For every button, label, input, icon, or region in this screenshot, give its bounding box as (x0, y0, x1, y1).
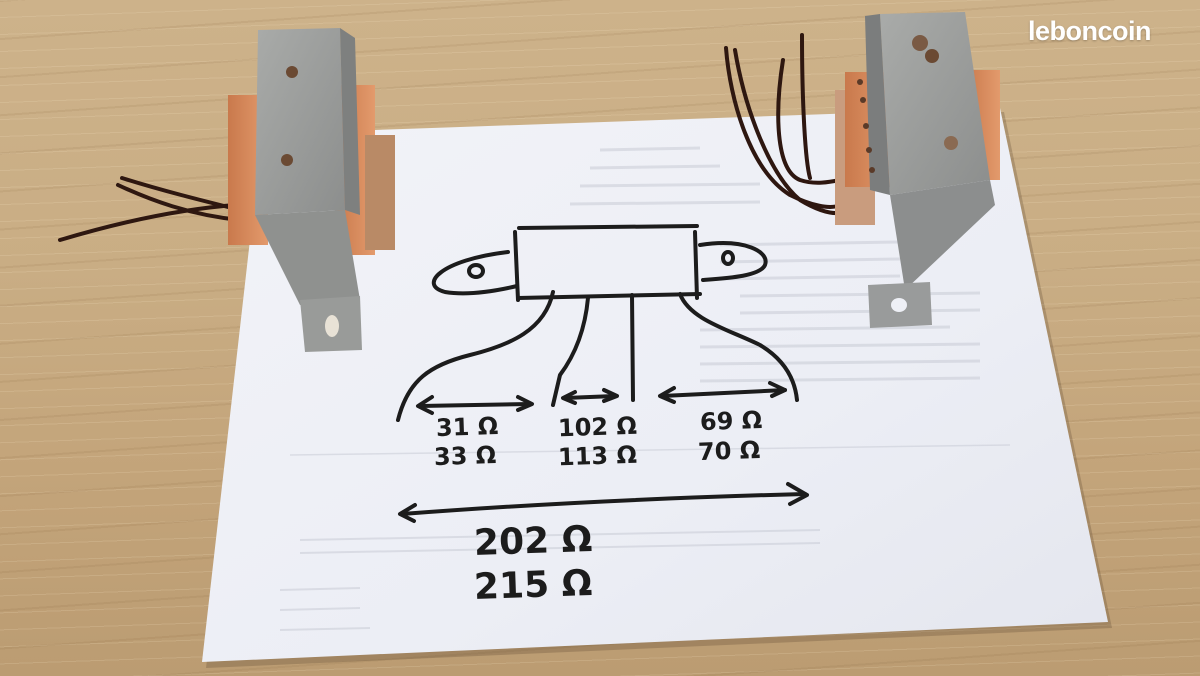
segment-left-value-1: 31 Ω (435, 411, 499, 443)
segment-middle-value-1: 102 Ω (557, 411, 638, 443)
segment-middle-value-2: 113 Ω (557, 440, 638, 472)
leboncoin-watermark: leboncoin (1028, 16, 1152, 46)
total-value-2: 215 Ω (473, 562, 593, 609)
total-value-1: 202 Ω (473, 518, 593, 565)
segment-right-value-2: 70 Ω (697, 435, 761, 467)
segment-right-value-1: 69 Ω (699, 405, 763, 437)
segment-left-value-2: 33 Ω (433, 440, 497, 472)
